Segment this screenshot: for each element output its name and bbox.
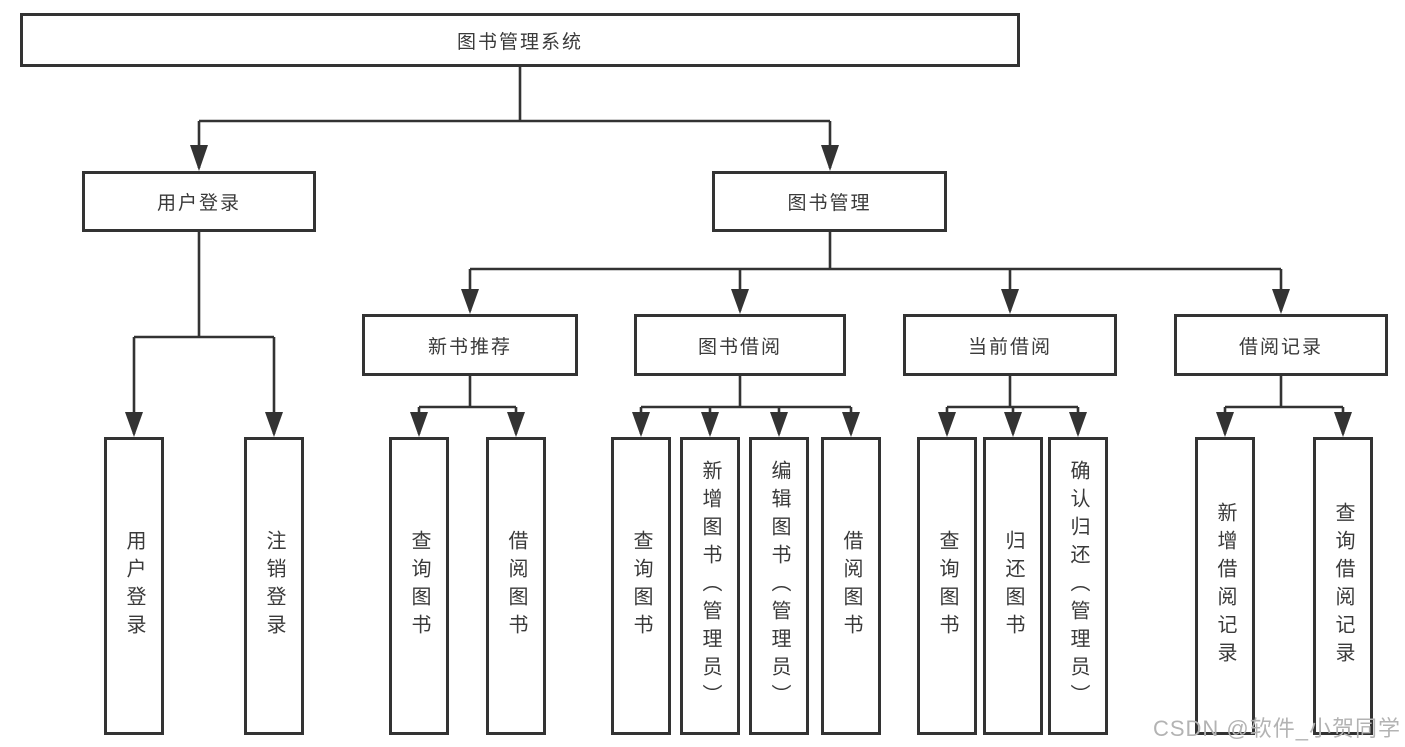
node-user-login: 用户登录 [82, 171, 316, 232]
leaf-query-books: 查询图书 [389, 437, 449, 735]
node-label: 注销登录 [263, 530, 285, 642]
node-label: 当前借阅 [967, 336, 1052, 358]
leaf-confirm-return-admin: 确认归还（管理员） [1048, 437, 1108, 735]
node-new-book-recommend: 新书推荐 [362, 314, 578, 376]
node-label: 新书推荐 [427, 336, 512, 358]
leaf-return-books: 归还图书 [983, 437, 1043, 735]
node-label: 用户登录 [156, 193, 241, 214]
node-label: 借阅图书 [840, 530, 862, 642]
node-label: 用户登录 [123, 530, 145, 642]
node-label: 编辑图书（管理员） [768, 460, 790, 712]
node-label: 新增借阅记录 [1214, 502, 1236, 670]
node-label: 归还图书 [1002, 530, 1024, 642]
leaf-add-borrow-record: 新增借阅记录 [1195, 437, 1255, 735]
leaf-add-books-admin: 新增图书（管理员） [680, 437, 740, 735]
node-label: 查询图书 [936, 530, 958, 642]
node-label: 查询借阅记录 [1332, 502, 1354, 670]
node-label: 查询图书 [408, 530, 430, 642]
leaf-query-books: 查询图书 [917, 437, 977, 735]
node-label: 确认归还（管理员） [1067, 460, 1089, 712]
csdn-watermark: CSDN @软件_小贺同学 [1152, 716, 1401, 741]
node-label: 图书管理系统 [456, 31, 583, 53]
leaf-query-borrow-record: 查询借阅记录 [1313, 437, 1373, 735]
node-book-management: 图书管理 [712, 171, 947, 232]
node-system-root: 图书管理系统 [20, 13, 1020, 67]
node-book-borrow: 图书借阅 [634, 314, 846, 376]
node-label: 图书管理 [787, 193, 872, 214]
node-label: 借阅记录 [1238, 336, 1323, 358]
leaf-borrow-books: 借阅图书 [486, 437, 546, 735]
node-borrow-records: 借阅记录 [1174, 314, 1388, 376]
leaf-edit-books-admin: 编辑图书（管理员） [749, 437, 809, 735]
node-label: 查询图书 [630, 530, 652, 642]
arrowheads [125, 145, 1352, 437]
leaf-borrow-books: 借阅图书 [821, 437, 881, 735]
node-label: 借阅图书 [505, 530, 527, 642]
leaf-logout: 注销登录 [244, 437, 304, 735]
node-current-borrow: 当前借阅 [903, 314, 1117, 376]
node-label: 新增图书（管理员） [699, 460, 721, 712]
node-label: 图书借阅 [697, 336, 782, 358]
leaf-user-login: 用户登录 [104, 437, 164, 735]
leaf-query-books: 查询图书 [611, 437, 671, 735]
